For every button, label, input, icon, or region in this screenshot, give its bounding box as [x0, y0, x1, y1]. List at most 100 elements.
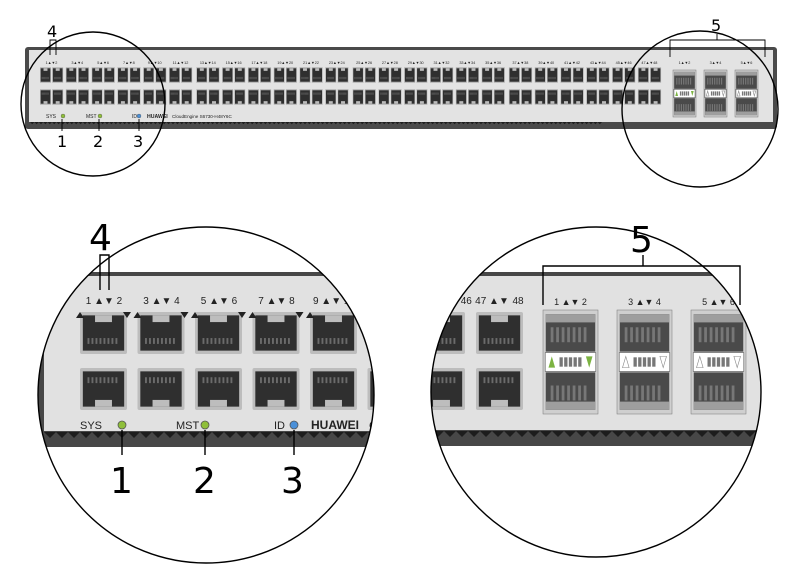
vent-tooth	[74, 122, 79, 125]
zoom-uplink-label: 5 ▲▼ 6	[702, 297, 735, 307]
vent-tooth	[184, 122, 189, 125]
vent-tooth	[148, 122, 154, 125]
vent-tooth	[248, 432, 260, 438]
vent-tooth	[544, 122, 550, 125]
zoom-port-pair-label: 7 ▲▼ 8	[258, 296, 295, 307]
port-arrow	[123, 312, 131, 318]
vent-tooth	[267, 122, 272, 125]
vent-tooth	[320, 432, 332, 438]
port-pair-label: 9▲▼10	[148, 61, 162, 65]
port-pair-label: 17▲▼18	[251, 61, 267, 65]
zoom-rj45-port-bottom	[195, 368, 242, 410]
vent-tooth	[562, 122, 567, 125]
rj45-port-bottom	[40, 89, 51, 105]
rj45-port-bottom	[222, 89, 234, 105]
rj45-port-bottom	[508, 89, 520, 105]
vent-tooth	[176, 432, 188, 438]
vent-tooth	[157, 122, 162, 125]
vent-tooth	[307, 122, 312, 125]
rj45-port-top	[196, 67, 208, 83]
port-pair-label: 33▲▼34	[459, 61, 475, 65]
vent-tooth	[571, 122, 576, 125]
rj45-port-top	[169, 67, 180, 83]
vent-tooth	[131, 122, 136, 125]
rj45-port-top	[234, 67, 246, 83]
vent-tooth	[558, 122, 563, 125]
vent-tooth	[170, 122, 176, 125]
zoom-rj45-port-top	[367, 312, 374, 354]
rj45-port-top	[52, 67, 64, 83]
vent-tooth	[254, 122, 259, 125]
overview-rj45-ports	[40, 67, 662, 105]
rj45-port-top	[65, 67, 77, 83]
vent-tooth	[355, 122, 360, 125]
rj45-port-bottom	[586, 89, 598, 105]
vent-tooth	[456, 122, 462, 125]
vent-tooth	[38, 122, 44, 125]
zoom-port-pair-label: 1 ▲▼ 2	[86, 296, 123, 307]
port-arrow	[133, 312, 142, 318]
vent-tooth	[192, 122, 198, 125]
rj45-port-top	[285, 67, 297, 83]
port-pair-label: 21▲▼22	[303, 61, 319, 65]
rj45-port-top	[129, 67, 141, 83]
vent-tooth	[576, 431, 588, 437]
rj45-port-top	[430, 67, 441, 83]
vent-tooth	[109, 122, 114, 125]
vent-tooth	[200, 432, 212, 438]
vent-tooth	[756, 431, 761, 437]
vent-tooth	[540, 122, 545, 125]
rj45-port-top	[78, 67, 89, 83]
vent-tooth	[219, 122, 224, 125]
vent-tooth	[377, 122, 382, 125]
vent-tooth	[373, 122, 378, 125]
rj45-port-top	[493, 67, 505, 83]
rj45-port-bottom	[572, 89, 584, 105]
rj45-port-bottom	[337, 89, 349, 105]
zoom-mst-led	[200, 420, 210, 430]
callout-3: 3	[133, 132, 143, 151]
port-pair-label: 43▲▼44	[590, 61, 606, 65]
vent-tooth	[434, 122, 440, 125]
vent-tooth	[720, 431, 732, 437]
vent-tooth	[214, 122, 220, 125]
zoom-uplink-label: 3 ▲▼ 4	[628, 297, 661, 307]
uplink-label: 5▲▼6	[741, 61, 753, 65]
port-pair-label: 37▲▼38	[512, 61, 528, 65]
vent-tooth	[444, 431, 456, 437]
vent-tooth	[92, 432, 104, 438]
vent-tooth	[333, 122, 338, 125]
zoom-port-pair-label: 47 ▲▼	[475, 296, 509, 307]
vent-tooth	[474, 122, 479, 125]
vent-tooth	[528, 431, 540, 437]
port-pair-label: 5▲▼6	[97, 61, 109, 65]
port-pair-label: 7▲▼8	[123, 61, 135, 65]
zoom-right-vent-teeth	[431, 431, 761, 437]
vent-tooth	[82, 122, 88, 125]
vent-tooth	[509, 122, 514, 125]
vent-tooth	[575, 122, 580, 125]
vent-tooth	[44, 432, 56, 438]
vent-tooth	[210, 122, 215, 125]
vent-tooth	[593, 122, 598, 125]
vent-tooth	[514, 122, 519, 125]
rj45-port-bottom	[612, 89, 624, 105]
vent-tooth	[364, 122, 369, 125]
zoom-rj45-port-bottom	[431, 368, 465, 410]
vent-tooth	[260, 432, 272, 438]
rj45-port-top	[311, 67, 323, 83]
rj45-port-top	[143, 67, 155, 83]
vent-tooth	[744, 431, 756, 437]
rj45-port-top	[337, 67, 349, 83]
vent-tooth	[338, 122, 343, 125]
vent-tooth	[241, 122, 246, 125]
zoom-brand-label: HUAWEI	[311, 418, 359, 432]
rj45-port-top	[455, 67, 467, 83]
port-pair-label: 39▲▼40	[538, 61, 554, 65]
vent-tooth	[588, 431, 600, 437]
vent-tooth	[80, 432, 92, 438]
vent-tooth	[140, 432, 152, 438]
